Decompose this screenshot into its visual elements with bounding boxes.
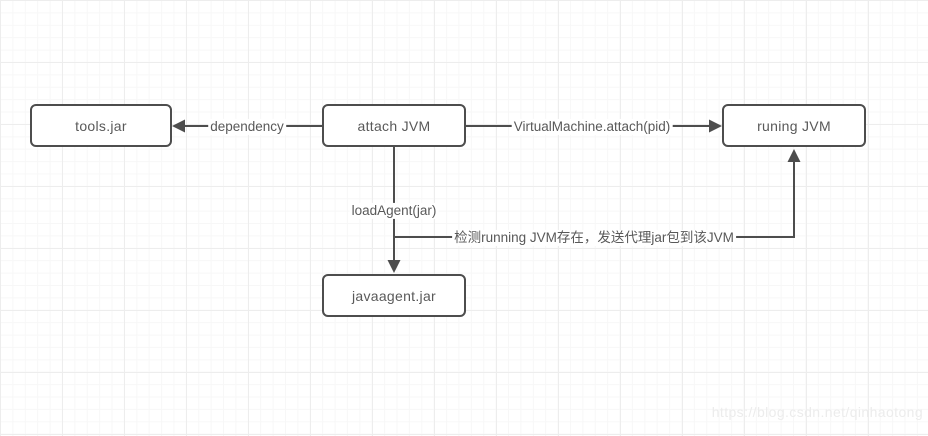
node-tools-jar: tools.jar [30, 104, 172, 147]
node-runing-jvm-label: runing JVM [757, 117, 831, 134]
node-javaagent-jar: javaagent.jar [322, 274, 466, 317]
arrow-detect-running-jvm [394, 149, 801, 238]
edge-label-virtualmachine-attach: VirtualMachine.attach(pid) [511, 118, 673, 136]
node-tools-jar-label: tools.jar [75, 117, 127, 134]
node-javaagent-jar-label: javaagent.jar [351, 287, 437, 304]
edge-label-dependency: dependency [208, 118, 286, 136]
watermark-url: https://blog.csdn.net/qinhaotong [711, 404, 923, 420]
node-attach-jvm-label: attach JVM [357, 117, 431, 134]
node-runing-jvm: runing JVM [722, 104, 866, 147]
edge-label-detect-running-jvm: 检测running JVM存在，发送代理jar包到该JVM [452, 229, 736, 247]
node-attach-jvm: attach JVM [322, 104, 466, 147]
edge-label-load-agent: loadAgent(jar) [349, 202, 439, 220]
